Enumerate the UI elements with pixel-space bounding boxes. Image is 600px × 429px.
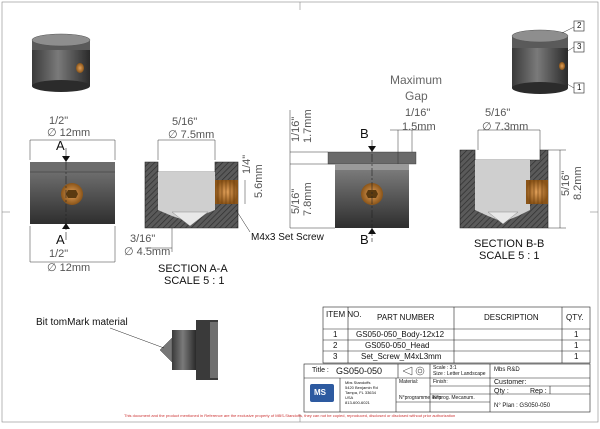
bom-row1-part: GS050-050_Body-12x12 (356, 330, 445, 339)
dim-bb-8-2mm: 8.2mm (572, 166, 584, 200)
material-label: Material: (399, 379, 419, 385)
scale-text: Scale : 3:1 (433, 365, 457, 371)
dim-a-half: 1/2" (49, 115, 69, 127)
title-label: Title : (312, 367, 329, 374)
dim-a-7-5mm-value: 7.5mm (180, 129, 215, 141)
gap-1-16: 1/16" (405, 107, 431, 119)
prog-mecanum-label: N°prog. Mecanum. (433, 395, 475, 401)
section-label-b-top: B (360, 126, 369, 141)
title-value: GS050-050 (336, 366, 383, 376)
gap-1-5mm: 1.5mm (402, 121, 436, 133)
projection-symbol (402, 366, 425, 376)
dim-a-5-6mm: 5.6mm (253, 164, 265, 198)
balloon-3: 3 (577, 42, 582, 51)
company-text: Mbs R&D (494, 367, 520, 373)
section-view-aa (144, 161, 251, 233)
bom-header-part: PART NUMBER (377, 313, 435, 322)
dim-bb-7-3mm-value: 7.3mm (494, 121, 529, 133)
address-4: USA (345, 395, 354, 400)
balloon-1: 1 (577, 83, 582, 92)
bom-table-grid (322, 306, 591, 364)
bit-tom-label: Bit tomMark material (36, 317, 128, 328)
dim-a-12mm-bottom-value: 12mm (59, 262, 91, 274)
dim-lines-aa (29, 139, 246, 263)
section-label-a-bottom: A (56, 232, 65, 247)
bom-row3-item: 3 (333, 352, 338, 361)
address-5: 813-600-6021 (345, 400, 370, 405)
front-view-b (327, 140, 417, 242)
dim-a-4-5mm: ∅ 4.5mm (124, 246, 171, 258)
screw-callout: M4x3 Set Screw (251, 232, 324, 243)
title-block-grid (303, 363, 591, 413)
dim-a-4-5mm-value: 4.5mm (136, 246, 171, 258)
dim-bb-5-16-side: 5/16" (560, 170, 572, 196)
finish-label: Finish: (433, 379, 448, 385)
address-2: 5420 Benjamin Rd (345, 385, 378, 390)
max-gap-line1: Maximum (390, 73, 443, 87)
front-view-a (30, 148, 115, 240)
dim-a-7-5mm: ∅ 7.5mm (168, 129, 215, 141)
footer-disclaimer: This document and the product mentioned … (124, 413, 456, 418)
dim-b-1-7mm: 1.7mm (302, 109, 314, 143)
dim-a-5-16: 5/16" (172, 116, 198, 128)
balloons (573, 20, 585, 94)
dim-bb-7-3mm: ∅ 7.3mm (482, 121, 529, 133)
bom-row3-qty: 1 (574, 352, 579, 361)
section-aa-title: SECTION A-A (158, 263, 228, 275)
dim-a-12mm-bottom: ∅ 12mm (47, 262, 91, 274)
max-gap-line2: Gap (405, 89, 428, 103)
bom-row2-qty: 1 (574, 341, 579, 350)
dim-a-half-bottom: 1/2" (49, 248, 69, 260)
iso-view-right (511, 26, 575, 94)
logo-text: MS (314, 388, 326, 397)
dim-a-3-16: 3/16" (130, 233, 156, 245)
dim-lines-bb (289, 110, 566, 229)
bom-header-desc: DESCRIPTION (484, 313, 539, 322)
section-aa-scale: SCALE 5 : 1 (164, 275, 225, 287)
dim-b-5-16: 5/16" (290, 188, 302, 214)
qty-label: Qty : (494, 388, 509, 395)
bom-row2-part: GS050-050_Head (365, 341, 430, 350)
section-view-bb (459, 149, 549, 229)
bom-row1-qty: 1 (574, 330, 579, 339)
iso-view-left (31, 33, 91, 92)
address-3: Tampa, FL 33634 (345, 390, 376, 395)
size-text: Size : Letter Landscape (433, 371, 486, 377)
customer-label: Customer: (494, 379, 527, 386)
bom-row1-item: 1 (333, 330, 338, 339)
company-logo (310, 384, 334, 402)
dim-b-1-16: 1/16" (290, 116, 302, 142)
section-label-a-top: A (56, 138, 65, 153)
bom-header-item: ITEM NO. (326, 310, 362, 319)
prog-leen-label: N°programme leen: (399, 395, 443, 401)
dim-a-12mm: ∅ 12mm (47, 127, 91, 139)
section-label-b-bottom: B (360, 232, 369, 247)
balloon-2: 2 (577, 21, 582, 30)
dim-a-1-4: 1/4" (241, 154, 253, 174)
bit-detail-view (109, 320, 218, 380)
dim-bb-5-16: 5/16" (485, 107, 511, 119)
dim-a-12mm-value: 12mm (59, 127, 91, 139)
address-1: Mbs Standoffs (345, 380, 371, 385)
section-bb-scale: SCALE 5 : 1 (479, 250, 540, 262)
bom-header-qty: QTY. (566, 313, 584, 322)
section-bb-title: SECTION B-B (474, 238, 545, 250)
bom-row2-item: 2 (333, 341, 338, 350)
dim-b-7-8mm: 7.8mm (302, 182, 314, 216)
plan-number: N° Plan : GS050-050 (494, 403, 551, 409)
rep-label: Rep : (530, 388, 547, 395)
bom-row3-part: Set_Screw_M4xL3mm (361, 352, 442, 361)
